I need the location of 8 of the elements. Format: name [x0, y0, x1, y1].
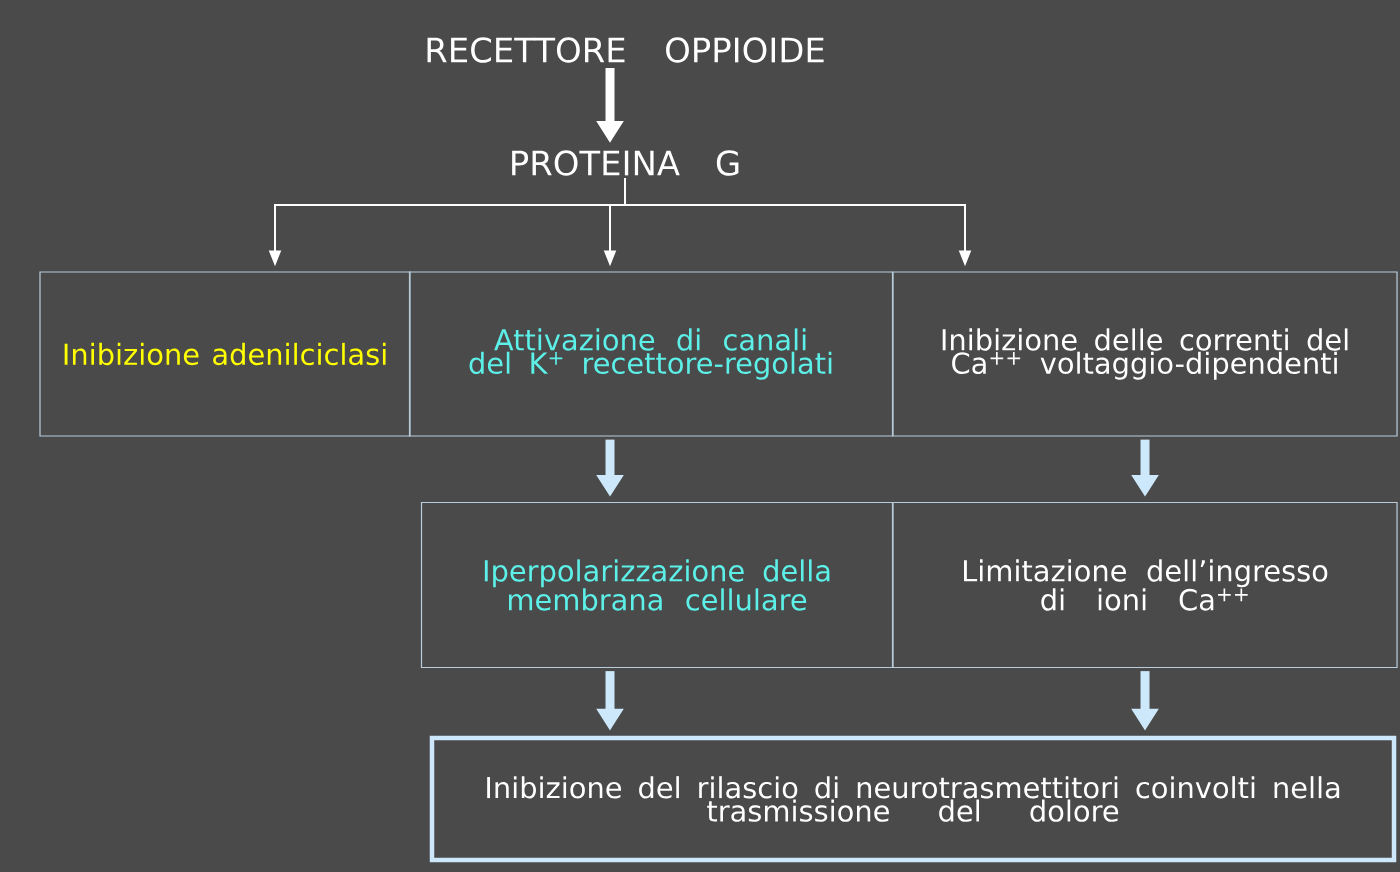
process-box: Attivazione di canali del K$^{+}$ recettore-regolati: [408, 271, 894, 437]
process-box: Limitazione dell’ingresso di ioni Ca$^{++}$: [892, 501, 1398, 669]
heading-text: RECETTORE OPPIOIDE: [427, 37, 824, 63]
process-box: Inibizione adenilciclasi: [39, 271, 411, 437]
result-box: Inibizione del rilascio di neurotrasmettitori coinvolti nella trasmissione del dolore: [429, 735, 1397, 863]
heading-text: PROTEINA G: [512, 150, 739, 176]
process-box: Iperpolarizzazione della membrana cellulare: [420, 501, 894, 669]
process-box: Inibizione delle correnti del Ca$^{++}$ voltaggio-dipendenti: [892, 271, 1398, 437]
